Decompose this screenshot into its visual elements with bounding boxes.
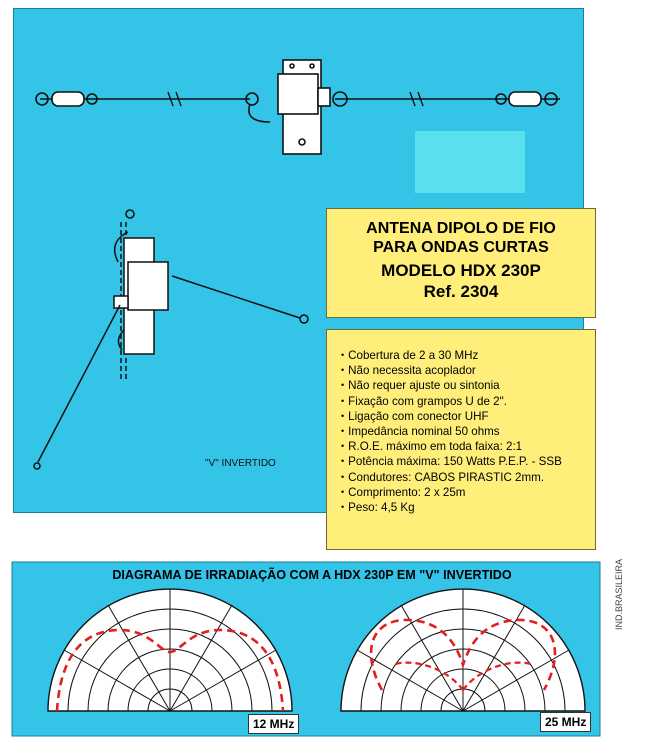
spec-item: Impedância nominal 50 ohms <box>341 424 595 439</box>
manufacturer-credit: IND.BRASILEIRA <box>614 558 624 630</box>
radiation-pattern-25mhz <box>340 588 586 712</box>
spec-item: Não necessita acoplador <box>341 363 595 378</box>
product-title-box: ANTENA DIPOLO DE FIO PARA ONDAS CURTAS M… <box>326 208 596 318</box>
horizontal-dipole <box>35 59 560 155</box>
diagram-title: DIAGRAMA DE IRRADIAÇÃO COM A HDX 230P EM… <box>112 568 512 582</box>
spec-item: Não requer ajuste ou sintonia <box>341 378 595 393</box>
spec-item: Peso: 4,5 Kg <box>341 500 595 515</box>
spec-item: R.O.E. máximo em toda faixa: 2:1 <box>341 439 595 454</box>
reference-code: Ref. 2304 <box>423 282 499 301</box>
inverted-v-label: "V" INVERTIDO <box>205 458 276 469</box>
spec-list: Cobertura de 2 a 30 MHz Não necessita ac… <box>327 330 595 515</box>
highlight-block <box>415 131 525 193</box>
spec-item: Ligação com conector UHF <box>341 409 595 424</box>
title-line-2: PARA ONDAS CURTAS <box>373 239 549 256</box>
spec-item: Potência máxima: 150 Watts P.E.P. - SSB <box>341 454 595 469</box>
title-line-1: ANTENA DIPOLO DE FIO <box>366 220 556 237</box>
radiation-pattern-12mhz <box>47 588 293 712</box>
frequency-label-12mhz: 12 MHz <box>248 714 300 734</box>
spec-item: Fixação com grampos U de 2". <box>341 394 595 409</box>
model-name: MODELO HDX 230P <box>381 261 541 280</box>
spec-item: Cobertura de 2 a 30 MHz <box>341 348 595 363</box>
inverted-v-antenna <box>33 209 309 470</box>
frequency-label-25mhz: 25 MHz <box>540 712 592 732</box>
specifications-box: Cobertura de 2 a 30 MHz Não necessita ac… <box>326 329 596 550</box>
spec-item: Condutores: CABOS PIRASTIC 2mm. <box>341 470 595 485</box>
spec-item: Comprimento: 2 x 25m <box>341 485 595 500</box>
